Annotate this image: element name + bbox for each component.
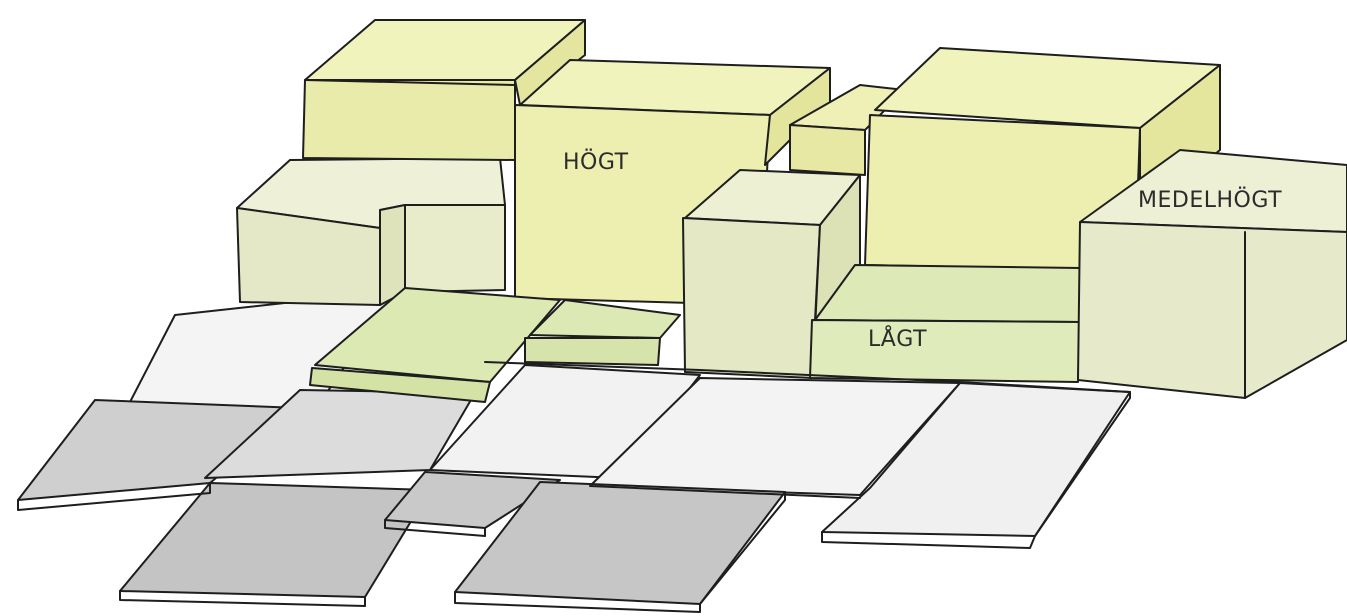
label-high: HÖGT bbox=[563, 150, 629, 175]
building-medium-left bbox=[236, 157, 506, 306]
label-medium: MEDELHÖGT bbox=[1138, 188, 1283, 213]
label-low: LÅGT bbox=[868, 327, 928, 352]
ground-line bbox=[484, 361, 1131, 393]
slab-edge bbox=[384, 519, 486, 537]
building-low-left bbox=[309, 287, 681, 403]
slab-edge bbox=[821, 391, 1131, 549]
slab-edge bbox=[589, 485, 861, 499]
building-medium-center bbox=[682, 169, 861, 379]
paving-slab bbox=[589, 377, 961, 496]
slab-edge bbox=[17, 482, 211, 511]
building-medium-right bbox=[1077, 149, 1347, 399]
building-high-center bbox=[514, 59, 831, 306]
slab-edge bbox=[454, 491, 786, 613]
slab-edge bbox=[119, 590, 366, 607]
paving-slab bbox=[119, 482, 431, 598]
paving-slabs bbox=[17, 297, 1131, 613]
building-high-right bbox=[864, 47, 1221, 271]
building-high-left bbox=[302, 19, 586, 161]
building-low-center bbox=[809, 264, 1081, 383]
